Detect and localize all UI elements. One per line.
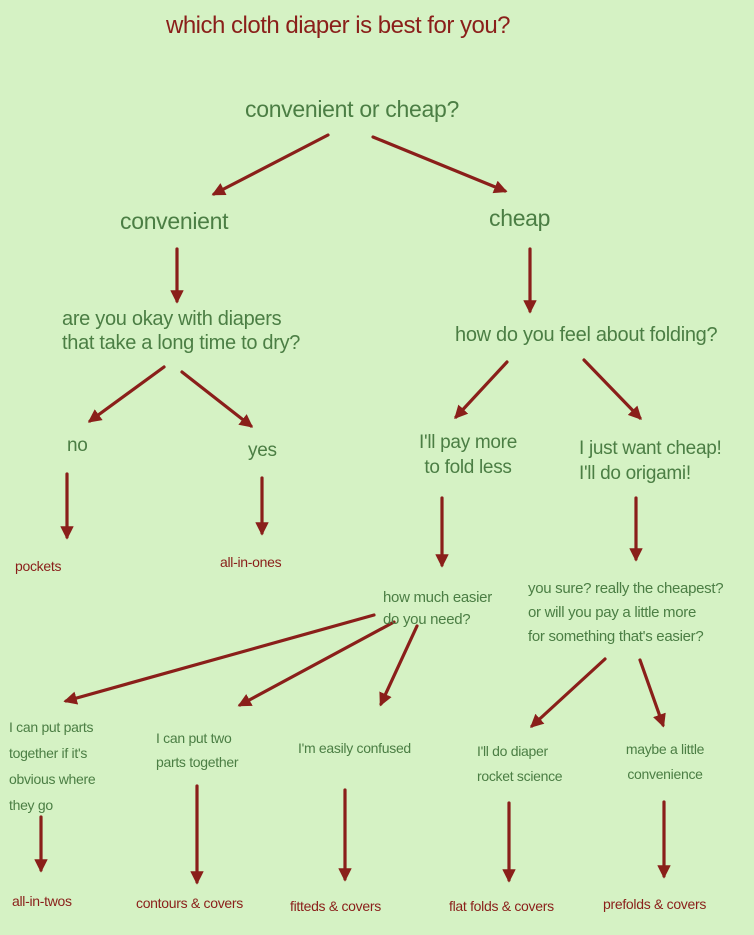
- dry-time-question-line1: are you okay with diapers: [62, 308, 282, 330]
- option-rocket-science: I'll do diaper rocket science: [477, 739, 563, 789]
- no-label: no: [67, 435, 88, 456]
- option-rocket-science-line1: I'll do diaper: [477, 743, 548, 759]
- option-little-convenience-line1: maybe a little: [625, 741, 705, 757]
- dry-time-question-line2: that take a long time to dry?: [62, 332, 301, 354]
- origami-answer: I just want cheap! I'll do origami!: [579, 436, 722, 486]
- option-rocket-science-line2: rocket science: [477, 768, 563, 784]
- root-question: convenient or cheap?: [245, 96, 459, 122]
- convenient-label: convenient: [120, 208, 229, 234]
- you-sure-line1: you sure? really the cheapest?: [528, 580, 724, 597]
- result-all-in-twos: all-in-twos: [12, 893, 72, 909]
- pay-more-line2: to fold less: [424, 457, 512, 478]
- pay-more-line1: I'll pay more: [419, 432, 517, 453]
- arrow-sure-to-convenience: [638, 658, 666, 728]
- option-two-parts: I can put two parts together: [156, 726, 238, 774]
- arrow-sure-to-rocket: [530, 657, 607, 728]
- arrow-dry-to-yes: [180, 370, 254, 428]
- result-contours-covers: contours & covers: [136, 895, 243, 911]
- option-parts-obvious-line1: I can put parts: [9, 719, 94, 735]
- pay-more-answer: I'll pay more to fold less: [400, 430, 536, 480]
- option-parts-obvious-line4: they go: [9, 797, 53, 813]
- origami-line2: I'll do origami!: [579, 463, 691, 484]
- result-fitteds-covers: fitteds & covers: [290, 898, 381, 914]
- result-pockets: pockets: [15, 558, 62, 574]
- yes-label: yes: [248, 440, 277, 461]
- how-much-easier-line2: do you need?: [383, 611, 471, 628]
- arrow-folding-to-origami: [582, 358, 642, 420]
- arrow-root-to-convenient: [211, 133, 330, 196]
- option-parts-obvious-line2: together if it's: [9, 745, 88, 761]
- how-much-easier-line1: how much easier: [383, 589, 492, 606]
- arrow-root-to-cheap: [371, 135, 508, 194]
- option-parts-obvious-line3: obvious where: [9, 771, 96, 787]
- result-all-in-ones: all-in-ones: [220, 554, 282, 570]
- arrow-folding-to-pay-more: [454, 360, 509, 419]
- dry-time-question: are you okay with diapers that take a lo…: [62, 307, 300, 355]
- option-two-parts-line2: parts together: [156, 754, 239, 770]
- result-prefolds-covers: prefolds & covers: [603, 896, 707, 912]
- arrow-dry-to-no: [87, 365, 166, 423]
- you-sure-question: you sure? really the cheapest? or will y…: [528, 577, 724, 649]
- page-title: which cloth diaper is best for you?: [166, 12, 511, 39]
- arrow-easier-to-two-parts: [237, 620, 396, 707]
- cheap-label: cheap: [489, 205, 551, 231]
- option-two-parts-line1: I can put two: [156, 730, 232, 746]
- you-sure-line3: for something that's easier?: [528, 628, 704, 645]
- option-little-convenience: maybe a little convenience: [614, 737, 716, 787]
- option-little-convenience-line2: convenience: [627, 766, 703, 782]
- option-parts-obvious: I can put parts together if it's obvious…: [9, 714, 96, 818]
- folding-question: how do you feel about folding?: [455, 324, 718, 346]
- option-easily-confused: I'm easily confused: [298, 740, 411, 756]
- origami-line1: I just want cheap!: [579, 438, 722, 459]
- how-much-easier-question: how much easier do you need?: [383, 587, 492, 631]
- result-flat-folds-covers: flat folds & covers: [449, 898, 554, 914]
- arrow-easier-to-confused: [379, 624, 419, 707]
- arrow-easier-to-parts: [63, 613, 376, 705]
- you-sure-line2: or will you pay a little more: [528, 604, 697, 621]
